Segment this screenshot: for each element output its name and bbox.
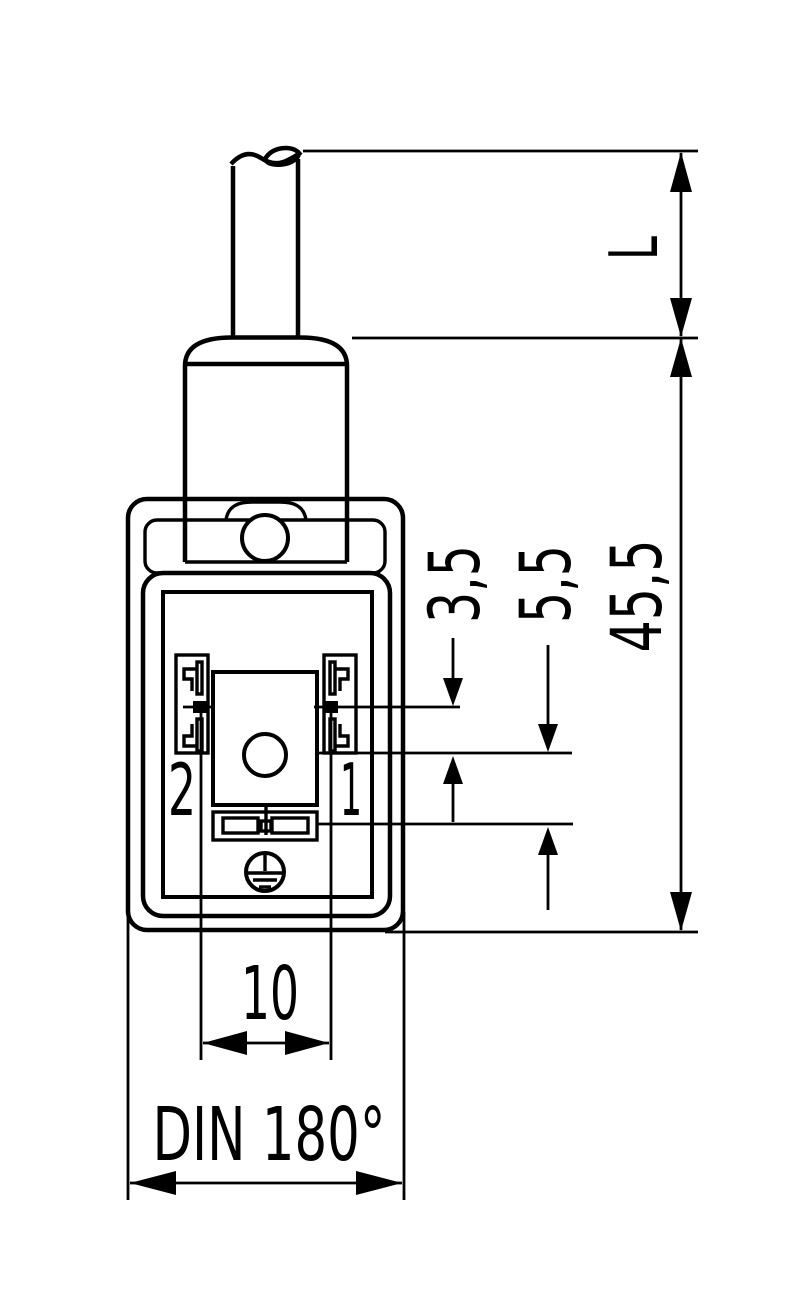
- cable: [229, 145, 303, 341]
- bridge-coupler: [259, 819, 273, 833]
- contact-1-step-lower: [335, 724, 350, 748]
- contact-2-pin-icon: [193, 701, 207, 713]
- connector-body: [125, 496, 406, 933]
- center-block: [211, 670, 319, 807]
- body-outer-outline: [125, 496, 406, 933]
- arrow-up-icon: [670, 338, 692, 377]
- contact-2-step-upper: [182, 667, 197, 691]
- bridge-cell-right: [270, 816, 310, 835]
- dimension-standard-width: DIN 180°: [126, 912, 406, 1200]
- arrow-up-icon: [443, 756, 463, 784]
- dimension-connector-height: 45,5: [385, 338, 698, 934]
- arrow-up-icon: [670, 152, 692, 192]
- contact-2-housing: [174, 653, 210, 755]
- dim-label-pe-offset: 5,5: [505, 545, 587, 623]
- cable-break-loop-icon: [262, 145, 301, 168]
- wire-bridge: [211, 805, 319, 842]
- dimension-cable-length: L: [303, 149, 698, 340]
- arrow-left-icon: [130, 1171, 176, 1195]
- dimension-pin-spacing: 10: [199, 712, 333, 1060]
- strain-relief: [182, 335, 350, 562]
- arrow-down-icon: [670, 298, 692, 337]
- bridge-outline: [211, 810, 319, 842]
- dimension-pe-offset: 5,5: [317, 545, 587, 910]
- contact-1-step-upper: [335, 667, 350, 691]
- body-inner-outline: [140, 570, 393, 919]
- dim-label-standard: DIN 180°: [153, 1092, 386, 1178]
- protective-earth-icon: [244, 851, 286, 893]
- arrow-up-icon: [538, 827, 558, 855]
- contact-1-blade-upper: [328, 660, 337, 696]
- strain-relief-outline: [182, 335, 350, 562]
- gland-dome-line: [224, 500, 308, 521]
- face-plate-outline: [161, 590, 374, 899]
- contact-2-blade-upper: [195, 660, 204, 696]
- arrow-down-icon: [443, 678, 463, 706]
- dimension-pin-offset: 3,5: [314, 545, 572, 822]
- pin-2-label: 2: [168, 748, 196, 832]
- contact-1-pin-icon: [324, 701, 338, 713]
- dim-label-pin-spacing: 10: [241, 951, 299, 1037]
- arrow-left-icon: [203, 1031, 247, 1055]
- arrow-right-icon: [285, 1031, 329, 1055]
- center-screw-hole-icon: [242, 732, 288, 778]
- bridge-cell-left: [221, 816, 260, 835]
- top-screw-icon: [240, 513, 290, 563]
- pin-1-label: 1: [340, 748, 362, 832]
- contact-2-step-lower: [182, 724, 197, 748]
- arrow-right-icon: [356, 1171, 402, 1195]
- arrow-down-icon: [670, 892, 692, 931]
- dim-label-cable-length: L: [595, 236, 673, 260]
- dim-label-connector-height: 45,5: [596, 540, 678, 653]
- center-block-outline: [211, 670, 319, 807]
- arrow-down-icon: [538, 724, 558, 752]
- dim-label-pin-offset: 3,5: [414, 545, 496, 623]
